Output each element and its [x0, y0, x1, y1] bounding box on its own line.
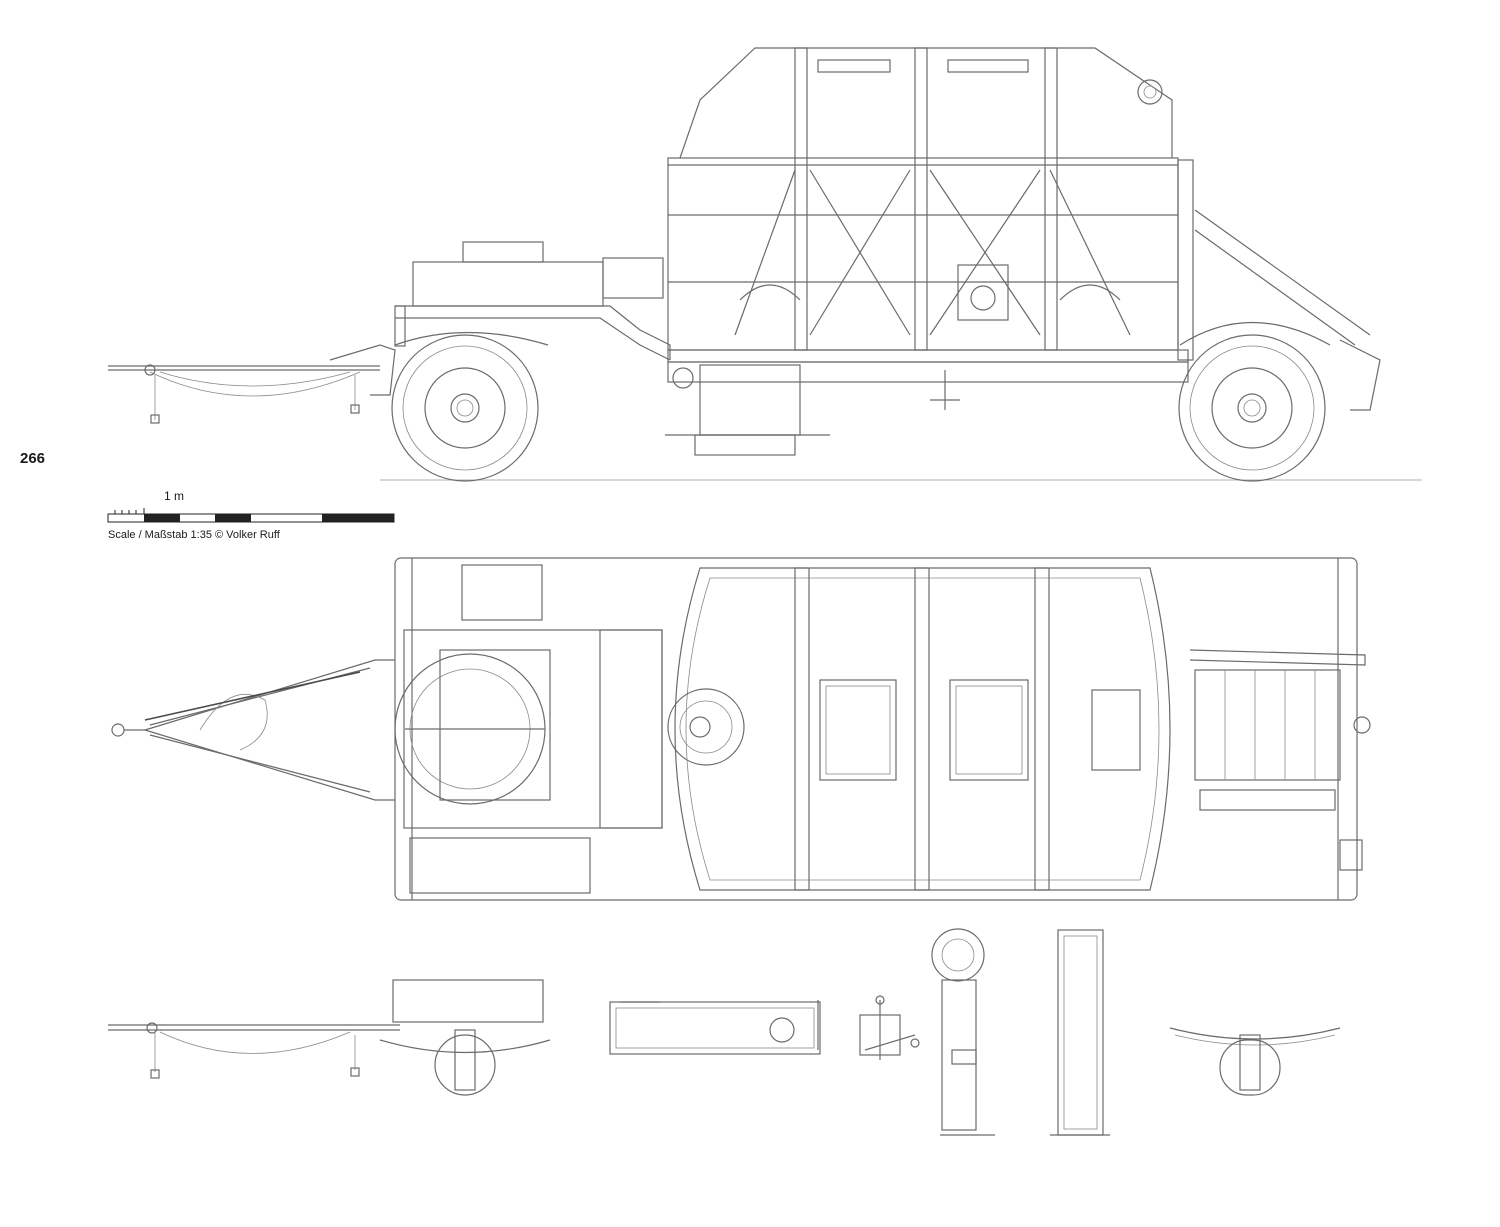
scale-unit-label: 1 m [164, 489, 185, 503]
side-discharge-pipe [1177, 159, 1381, 411]
side-chassis [665, 349, 1189, 456]
top-tank [667, 567, 1171, 891]
front-view [108, 979, 551, 1096]
top-view [111, 557, 1371, 901]
side-tank [667, 47, 1179, 351]
rear-axle-view [1169, 1027, 1341, 1096]
top-rear-equipment [1189, 649, 1371, 871]
detail-part-c [931, 928, 995, 1136]
detail-part-b [859, 995, 920, 1060]
side-front-wheel [391, 331, 549, 482]
top-front-frame [394, 564, 663, 894]
side-rear-wheel [1178, 322, 1331, 482]
detail-part-a [609, 1000, 821, 1055]
side-view [108, 47, 1422, 482]
top-drawbar [111, 659, 395, 801]
side-front-frame [394, 241, 671, 361]
scale-caption: Scale / Maßstab 1:35 © Volker Ruff [108, 529, 280, 541]
page-number: 266 [20, 450, 46, 467]
detail-part-d [1050, 929, 1110, 1136]
side-drawbar [108, 344, 396, 424]
